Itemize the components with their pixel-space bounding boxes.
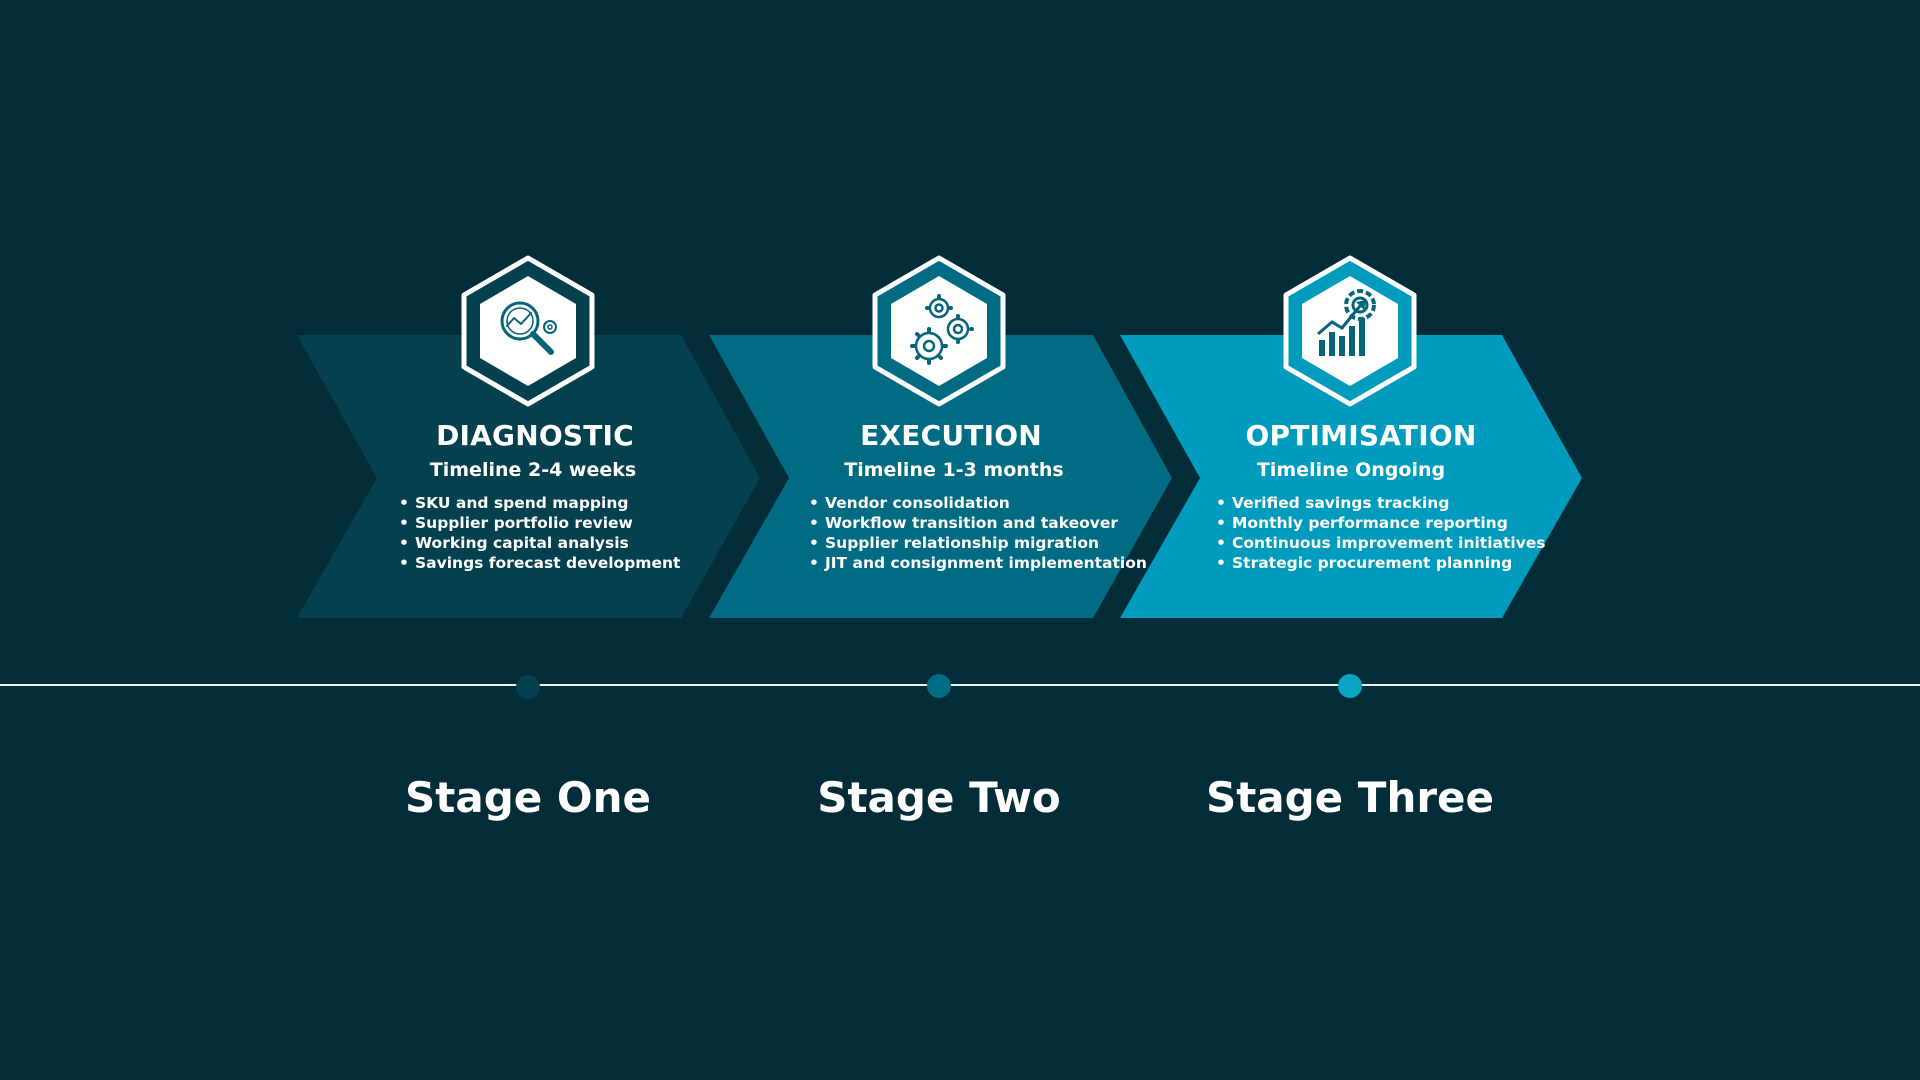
stage-2-bullet-2: Workflow transition and takeover [825,514,1118,532]
growth-chart-gear-icon [1317,289,1376,356]
stage-1-timeline: Timeline 2-4 weeks [430,459,636,481]
stage-2-chevron [709,335,1172,618]
stage-2-bullet-4: JIT and consignment implementation [824,554,1147,572]
stage-1-bullet-3: Working capital analysis [415,534,629,552]
stage-3-bullet-3: Continuous improvement initiatives [1232,534,1546,552]
stage-3-label: Stage Three [1206,773,1494,822]
bullet-dot: • [1216,514,1226,532]
bullet-dot: • [809,534,819,552]
bullet-dot: • [809,494,819,512]
stage-2-timeline-dot [927,674,951,698]
stage-1-timeline-dot [516,675,540,699]
stage-1-title: DIAGNOSTIC [436,419,634,452]
stage-2: EXECUTION Timeline 1-3 months • Vendor c… [709,255,1172,618]
stage-2-bullet-list: • Vendor consolidation • Workflow transi… [809,494,1147,572]
bullet-dot: • [399,554,409,572]
stage-3-timeline: Timeline Ongoing [1257,459,1445,481]
stage-2-title: EXECUTION [860,419,1042,452]
stage-3-timeline-dot [1338,674,1362,698]
bullet-dot: • [1216,534,1226,552]
stage-1-chevron [297,335,760,618]
stage-3-title: OPTIMISATION [1246,419,1477,452]
bullet-dot: • [809,514,819,532]
stage-3-bullet-4: Strategic procurement planning [1232,554,1512,572]
stage-1: DIAGNOSTIC Timeline 2-4 weeks • SKU and … [297,255,760,618]
magnifier-analysis-icon [500,301,557,355]
stage-3-chevron [1120,335,1582,618]
stage-3: OPTIMISATION Timeline Ongoing • Verified… [1120,255,1582,618]
bullet-dot: • [1216,554,1226,572]
stage-1-label: Stage One [405,773,651,822]
stage-2-hexagon-inner [891,276,987,386]
stage-1-bullet-1: SKU and spend mapping [415,494,628,512]
stage-1-bullet-2: Supplier portfolio review [415,514,633,532]
stage-2-label: Stage Two [817,773,1061,822]
stage-2-bullet-3: Supplier relationship migration [825,534,1099,552]
stage-2-timeline: Timeline 1-3 months [844,459,1063,481]
bullet-dot: • [399,534,409,552]
bullet-dot: • [809,554,819,572]
stage-3-bullet-1: Verified savings tracking [1232,494,1449,512]
bullet-dot: • [399,514,409,532]
stage-1-bullet-4: Savings forecast development [415,554,681,572]
bullet-dot: • [399,494,409,512]
gears-icon [910,294,974,365]
stage-2-bullet-1: Vendor consolidation [825,494,1010,512]
bullet-dot: • [1216,494,1226,512]
stage-3-bullet-list: • Verified savings tracking • Monthly pe… [1216,494,1546,572]
stage-1-bullet-list: • SKU and spend mapping • Supplier portf… [399,494,681,572]
stage-3-bullet-2: Monthly performance reporting [1232,514,1508,532]
